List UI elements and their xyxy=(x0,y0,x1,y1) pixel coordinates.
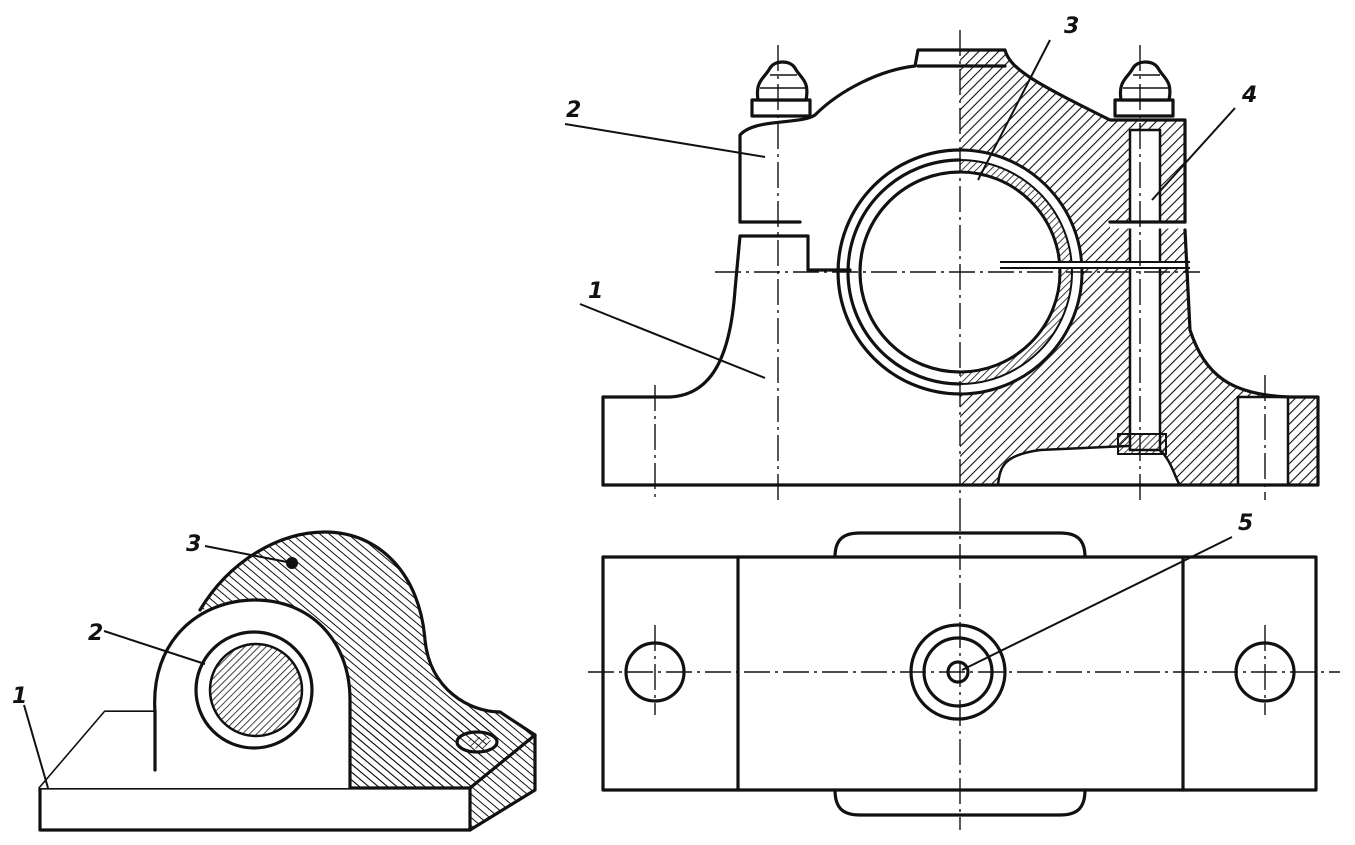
front-label-4: 4 xyxy=(1241,83,1257,108)
iso-label-1: 1 xyxy=(12,684,27,709)
front-view: 2 1 3 4 xyxy=(564,14,1320,505)
front-label-3: 3 xyxy=(1064,14,1079,39)
top-view: 5 xyxy=(588,505,1340,830)
left-nut xyxy=(750,60,812,118)
right-nut xyxy=(1113,60,1175,118)
front-label-2: 2 xyxy=(566,98,581,123)
top-label-5: 5 xyxy=(1238,511,1253,536)
iso-label-3: 3 xyxy=(186,532,201,557)
front-label-1: 1 xyxy=(588,279,603,304)
isometric-view: 3 2 1 xyxy=(12,530,537,832)
iso-label-2: 2 xyxy=(88,621,103,646)
